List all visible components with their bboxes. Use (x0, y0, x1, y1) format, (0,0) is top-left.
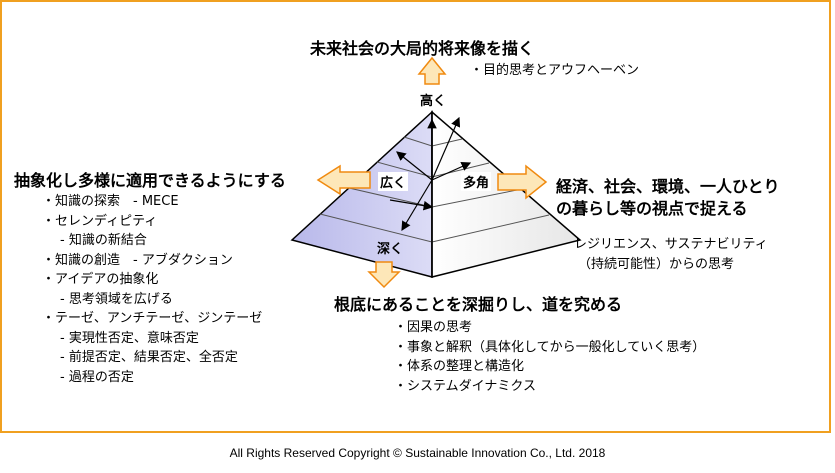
list-item: ・事象と解釈（具体化してから一般化していく思考） (394, 339, 706, 355)
label-deep: 深く (377, 242, 404, 257)
list-item: ・知識の創造 - アブダクション (42, 252, 233, 268)
right-sub-line1: レジリエンス、サステナビリティ (574, 237, 768, 252)
list-item: - 過程の否定 (60, 369, 134, 385)
list-item: ・因果の思考 (394, 320, 473, 335)
right-arrow (497, 164, 548, 200)
pyramid-direction-arrows (396, 116, 472, 232)
pyramid-left-face (290, 110, 433, 278)
list-item: ・体系の整理と構造化 (394, 359, 525, 374)
left-list: ・知識の探索 - MECE ・セレンディピティ - 知識の新結合 ・知識の創造 … (30, 192, 262, 387)
right-title-line2: の暮らし等の視点で捉える (556, 199, 748, 218)
list-item: ・セレンディピティ (42, 213, 158, 229)
label-multi: 多角 (461, 172, 492, 191)
copyright-text: All Rights Reserved Copyright © Sustaina… (229, 446, 606, 460)
label-high: 高く (420, 94, 447, 109)
bottom-list: ・因果の思考 ・事象と解釈（具体化してから一般化していく思考） ・体系の整理と構… (394, 318, 705, 396)
list-item: - 前提否定、結果否定、全否定 (60, 350, 238, 365)
list-item: ・システムダイナミクス (394, 378, 536, 394)
list-item: - 知識の新結合 (60, 233, 147, 248)
list-item: ・知識の探索 - MECE (42, 194, 179, 209)
bottom-title: 根底にあることを深掘りし、道を究める (334, 295, 623, 314)
label-wide: 広く (378, 172, 409, 191)
left-title: 抽象化し多様に適用できるようにする (14, 171, 286, 190)
list-item: ・テーゼ、アンチテーゼ、ジンテーゼ (42, 311, 263, 326)
top-item-1: ・目的思考とアウフヘーベン (470, 63, 640, 78)
down-arrow (367, 261, 401, 289)
list-item: - 思考領域を広げる (60, 291, 173, 307)
right-sub-line2: （持続可能性）からの思考 (578, 257, 735, 272)
list-item: ・アイデアの抽象化 (42, 272, 159, 287)
right-title-line1: 経済、社会、環境、一人ひとり (556, 177, 780, 196)
top-title: 未来社会の大局的将来像を描く (310, 39, 535, 58)
list-item: - 実現性否定、意味否定 (60, 330, 199, 346)
left-arrow (316, 164, 371, 196)
up-arrow (417, 56, 447, 85)
